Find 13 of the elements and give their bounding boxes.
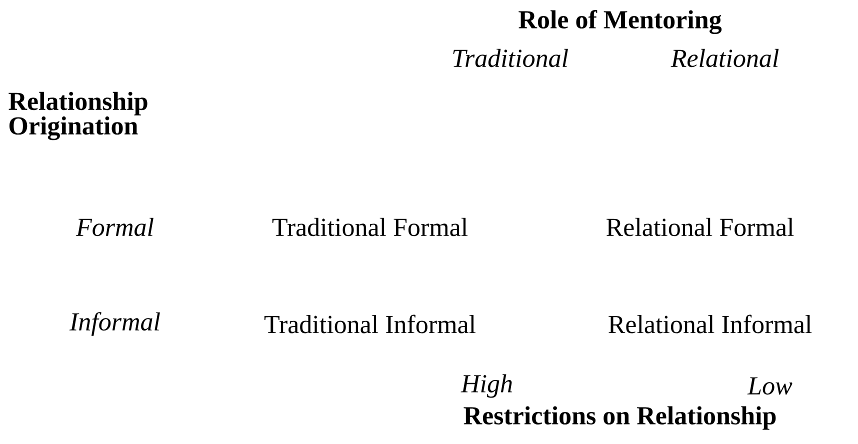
column-heading: Traditional <box>453 48 568 68</box>
column-heading: Relational <box>670 48 779 68</box>
quadrant-label: Traditional Formal <box>272 218 468 236</box>
quadrant-label: Relational Formal <box>606 218 794 236</box>
quadrant-label: Traditional Informal <box>264 314 476 334</box>
row-heading: Informal <box>69 312 160 336</box>
axis-heading: Relationship Origination <box>8 92 148 140</box>
scale-label: High <box>460 374 512 398</box>
quadrant-label: Relational Informal <box>608 314 812 334</box>
row-heading: Formal <box>76 218 154 236</box>
axis-heading: Restrictions on Relationship <box>464 406 776 430</box>
scale-label: Low <box>747 377 792 395</box>
axis-heading: Role of Mentoring <box>518 10 722 34</box>
